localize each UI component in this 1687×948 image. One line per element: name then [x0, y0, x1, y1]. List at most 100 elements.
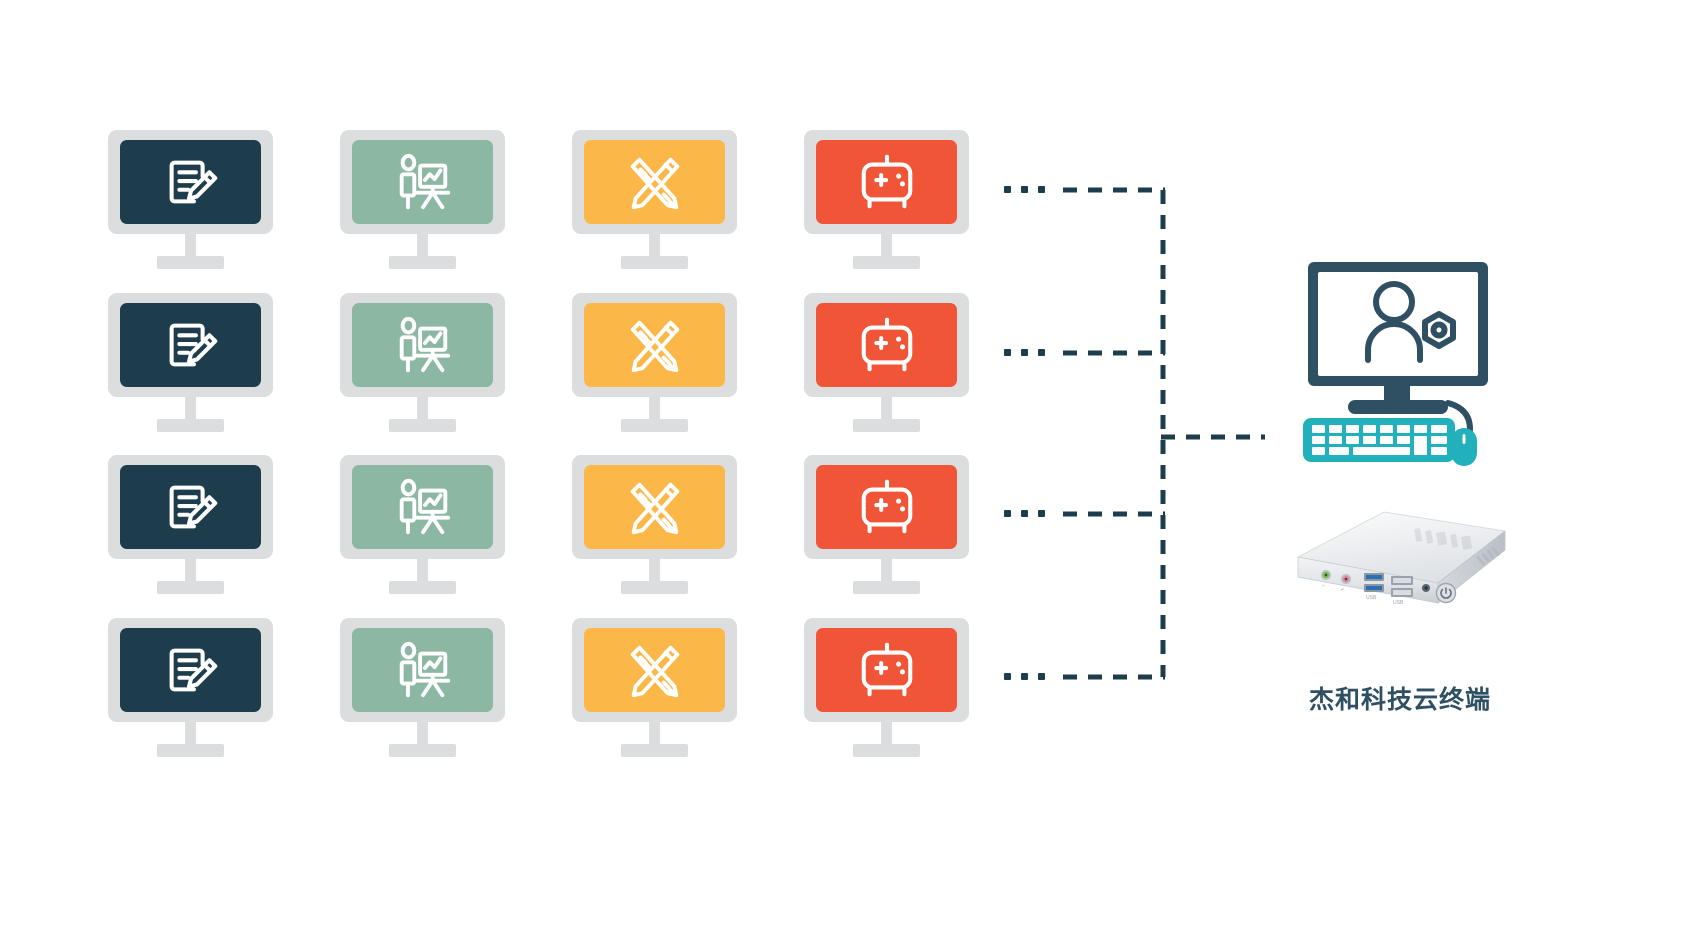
monitor-bezel [340, 618, 505, 722]
monitor-bezel [572, 455, 737, 559]
monitor-base [389, 419, 456, 432]
svg-text:USB: USB [1393, 600, 1404, 606]
presentation-easel-icon [399, 316, 450, 373]
monitor-bezel [572, 618, 737, 722]
gamepad-icon [861, 479, 912, 534]
gamepad-icon [861, 317, 912, 372]
client-monitor-gaming-entertainment[interactable] [804, 130, 969, 269]
monitor-base [157, 419, 224, 432]
monitor-bezel [804, 455, 969, 559]
monitor-bezel [804, 618, 969, 722]
document-edit-icon [169, 160, 217, 204]
monitor-base [621, 256, 688, 269]
ellipsis-dot [1004, 673, 1011, 680]
monitor-screen [352, 465, 493, 549]
monitor-screen [120, 628, 261, 712]
monitor-screen [816, 465, 957, 549]
client-monitor-design-drafting[interactable] [572, 455, 737, 594]
client-monitor-office-document[interactable] [108, 293, 273, 432]
monitor-base [853, 256, 920, 269]
client-monitor-design-drafting[interactable] [572, 130, 737, 269]
server-device-label: 杰和科技云终端 [1308, 685, 1491, 714]
client-monitor-office-document[interactable] [108, 130, 273, 269]
monitor-screen [816, 140, 957, 224]
keyboard-icon [1303, 418, 1455, 462]
monitor-base [621, 581, 688, 594]
monitor-screen [352, 628, 493, 712]
client-monitor-design-drafting[interactable] [572, 293, 737, 432]
monitor-base [853, 419, 920, 432]
monitor-neck [881, 559, 892, 583]
document-edit-icon [169, 485, 217, 529]
document-edit-icon [169, 323, 217, 367]
monitor-screen [352, 303, 493, 387]
client-monitor-gaming-entertainment[interactable] [804, 293, 969, 432]
mouse-icon [1451, 428, 1477, 466]
monitor-neck [881, 722, 892, 746]
client-monitor-design-drafting[interactable] [572, 618, 737, 757]
client-monitor-office-document[interactable] [108, 618, 273, 757]
monitor-neck [649, 722, 660, 746]
monitor-neck [417, 559, 428, 583]
monitor-neck [881, 234, 892, 258]
monitor-screen [120, 465, 261, 549]
ellipsis-dot [1004, 186, 1011, 193]
monitor-neck [185, 559, 196, 583]
row-ellipsis [1004, 673, 1045, 680]
client-monitor-training-presentation[interactable] [340, 455, 505, 594]
ellipsis-dot [1004, 510, 1011, 517]
client-monitor-office-document[interactable] [108, 455, 273, 594]
monitor-base [157, 256, 224, 269]
row-ellipsis [1004, 349, 1045, 356]
monitor-neck [185, 722, 196, 746]
monitor-screen [584, 628, 725, 712]
user-gear-admin-icon [1365, 281, 1423, 363]
monitor-bezel [108, 455, 273, 559]
gamepad-icon [861, 154, 912, 209]
client-monitor-gaming-entertainment[interactable] [804, 618, 969, 757]
gear-icon [1422, 311, 1456, 349]
pencil-ruler-icon [630, 645, 679, 698]
document-edit-icon [169, 648, 217, 692]
gamepad-icon [861, 642, 912, 697]
row-ellipsis [1004, 186, 1045, 193]
monitor-bezel [340, 130, 505, 234]
monitor-bezel [804, 293, 969, 397]
mini-pc-ports: ∩ ⌿ USB USB [1321, 570, 1457, 606]
monitor-base [389, 744, 456, 757]
monitor-screen [816, 303, 957, 387]
mini-pc-thin-client-icon: ∩ ⌿ USB USB [1262, 495, 1512, 620]
presentation-easel-icon [399, 478, 450, 535]
client-monitor-training-presentation[interactable] [340, 293, 505, 432]
client-monitor-training-presentation[interactable] [340, 618, 505, 757]
monitor-screen [584, 303, 725, 387]
ellipsis-dot [1038, 673, 1045, 680]
pencil-ruler-icon [630, 157, 679, 210]
monitor-neck [649, 559, 660, 583]
ellipsis-dot [1038, 186, 1045, 193]
ellipsis-dot [1021, 186, 1028, 193]
monitor-bezel [108, 618, 273, 722]
monitor-bezel [340, 455, 505, 559]
ellipsis-dot [1021, 510, 1028, 517]
monitor-base [621, 744, 688, 757]
monitor-base [389, 581, 456, 594]
monitor-neck [417, 722, 428, 746]
monitor-bezel [572, 293, 737, 397]
monitor-screen [584, 140, 725, 224]
monitor-bezel [108, 130, 273, 234]
ellipsis-dot [1038, 510, 1045, 517]
pencil-ruler-icon [630, 320, 679, 373]
monitor-neck [649, 234, 660, 258]
ellipsis-dot [1038, 349, 1045, 356]
client-monitor-training-presentation[interactable] [340, 130, 505, 269]
monitor-base [853, 581, 920, 594]
monitor-screen [816, 628, 957, 712]
monitor-base [157, 744, 224, 757]
monitor-bezel [572, 130, 737, 234]
monitor-base [621, 419, 688, 432]
client-monitor-gaming-entertainment[interactable] [804, 455, 969, 594]
svg-text:USB: USB [1366, 595, 1377, 601]
monitor-neck [185, 234, 196, 258]
